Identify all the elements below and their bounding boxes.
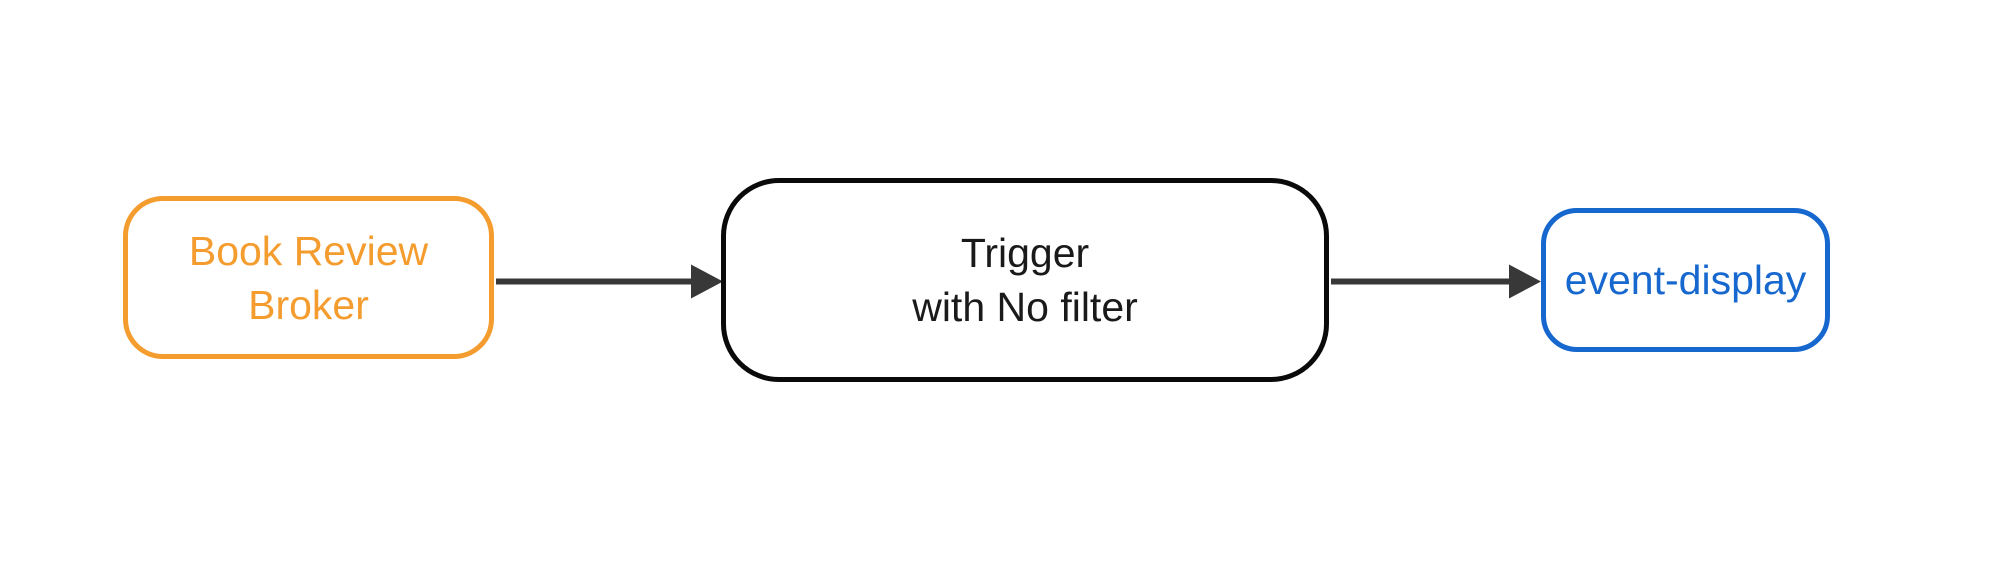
node-event-display-label: event-display (1564, 257, 1807, 303)
node-book-review-broker: Book Review Broker (123, 196, 494, 359)
arrowhead-right-icon (691, 264, 723, 299)
edge-broker-to-trigger (496, 264, 723, 299)
arrowhead-right-icon (1509, 264, 1541, 299)
node-trigger-label: Trigger with No filter (912, 230, 1138, 330)
node-event-display: event-display (1541, 208, 1830, 352)
edge-trigger-to-event-display (1331, 264, 1541, 299)
node-trigger: Trigger with No filter (721, 178, 1329, 382)
node-book-review-broker-label: Book Review Broker (188, 227, 429, 328)
